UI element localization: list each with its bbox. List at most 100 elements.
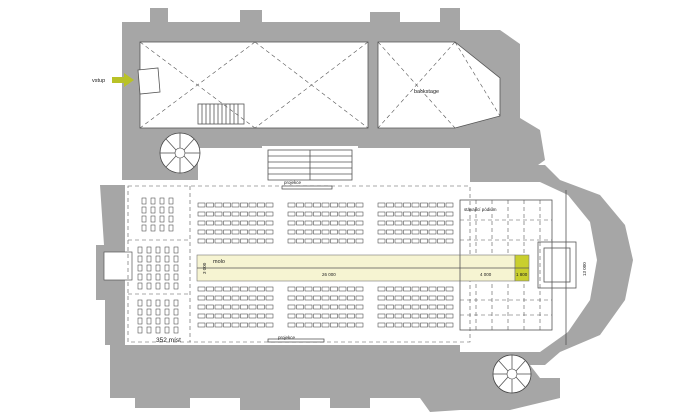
- seat: [159, 215, 165, 223]
- seat-block-lower-2: [287, 286, 364, 328]
- seat: [386, 211, 394, 217]
- seat: [321, 313, 330, 319]
- seat: [159, 197, 165, 205]
- seat: [411, 220, 420, 226]
- seat: [445, 286, 454, 292]
- seat: [197, 295, 206, 301]
- seat: [164, 273, 170, 281]
- seat: [347, 220, 355, 226]
- seat: [394, 202, 403, 208]
- seat: [137, 299, 143, 307]
- seat: [296, 295, 304, 301]
- seat: [164, 282, 170, 290]
- seat: [313, 322, 321, 328]
- seat: [231, 286, 240, 292]
- seat: [403, 229, 411, 235]
- seat: [304, 220, 313, 226]
- seat: [355, 211, 364, 217]
- seat: [403, 295, 411, 301]
- seat: [223, 229, 231, 235]
- straight-stairs: [197, 103, 245, 125]
- seat: [173, 264, 179, 272]
- seat: [321, 322, 330, 328]
- seat: [355, 286, 364, 292]
- projection-screen-bottom: [267, 338, 325, 343]
- seat: [240, 211, 248, 217]
- seat: [296, 313, 304, 319]
- seat: [321, 220, 330, 226]
- seat: [223, 238, 231, 244]
- seat: [141, 224, 147, 232]
- seat: [248, 202, 257, 208]
- seat: [403, 286, 411, 292]
- seat: [330, 202, 338, 208]
- seat: [445, 322, 454, 328]
- seat: [445, 295, 454, 301]
- seat: [403, 304, 411, 310]
- seat: [168, 206, 174, 214]
- seat: [155, 282, 161, 290]
- seat: [223, 313, 231, 319]
- seat: [137, 264, 143, 272]
- seat: [223, 295, 231, 301]
- seat: [330, 286, 338, 292]
- seat: [304, 304, 313, 310]
- seat: [265, 295, 274, 301]
- seat: [240, 313, 248, 319]
- seat: [347, 211, 355, 217]
- seat: [313, 304, 321, 310]
- seat: [257, 322, 265, 328]
- seat: [445, 229, 454, 235]
- seat: [257, 304, 265, 310]
- seat: [296, 286, 304, 292]
- seat: [265, 220, 274, 226]
- seat: [240, 220, 248, 226]
- seat: [146, 326, 152, 334]
- seat: [377, 313, 386, 319]
- seat: [155, 273, 161, 281]
- seat: [197, 211, 206, 217]
- seat: [330, 220, 338, 226]
- seat: [197, 304, 206, 310]
- seat: [223, 202, 231, 208]
- seat: [296, 220, 304, 226]
- seat: [437, 211, 445, 217]
- seat: [287, 286, 296, 292]
- seat: [338, 238, 347, 244]
- seat: [164, 317, 170, 325]
- seat: [155, 317, 161, 325]
- catwalk-length-dimension: 26 000: [322, 272, 336, 277]
- seat: [377, 286, 386, 292]
- seat: [304, 229, 313, 235]
- seat: [173, 308, 179, 316]
- seat: [428, 238, 437, 244]
- seat: [330, 322, 338, 328]
- catwalk-mid-dimension: 4 000: [480, 272, 492, 277]
- seat: [355, 304, 364, 310]
- seat: [420, 286, 428, 292]
- seat: [214, 286, 223, 292]
- seat: [386, 286, 394, 292]
- seat: [206, 211, 214, 217]
- seat: [330, 304, 338, 310]
- seat: [146, 282, 152, 290]
- seat: [257, 313, 265, 319]
- stage-label: stávající pódium: [464, 207, 497, 212]
- seat: [146, 255, 152, 263]
- seat: [411, 322, 420, 328]
- seat: [445, 202, 454, 208]
- seat: [394, 211, 403, 217]
- seat: [377, 220, 386, 226]
- seat: [257, 238, 265, 244]
- seat: [287, 211, 296, 217]
- seat: [355, 322, 364, 328]
- seat: [313, 229, 321, 235]
- seat: [445, 220, 454, 226]
- seating: [137, 197, 454, 334]
- seat: [248, 238, 257, 244]
- seat: [141, 197, 147, 205]
- seat: [411, 286, 420, 292]
- seat: [287, 238, 296, 244]
- seat: [347, 313, 355, 319]
- seat: [355, 295, 364, 301]
